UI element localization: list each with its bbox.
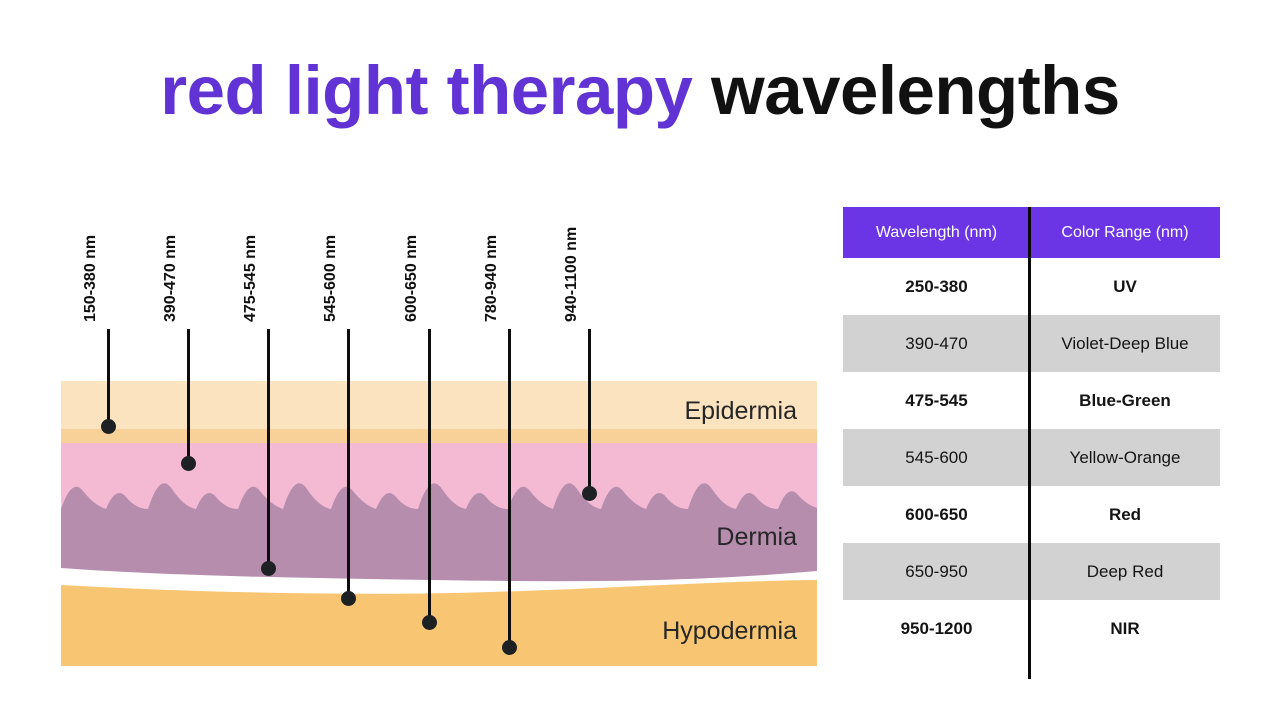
marker-label: 600-650 nm	[403, 234, 420, 322]
page-title: red light therapy wavelengths	[0, 54, 1280, 128]
table-cell-wavelength: 545-600	[905, 447, 968, 467]
marker-dot	[502, 640, 517, 655]
table-cell-wavelength: 475-545	[905, 390, 968, 410]
marker-label: 475-545 nm	[242, 234, 259, 322]
marker-dot	[101, 419, 116, 434]
table-cell-wavelength: 390-470	[905, 333, 968, 353]
wavelength-table: Wavelength (nm) Color Range (nm) 250-380…	[843, 207, 1220, 657]
marker-dot	[181, 456, 196, 471]
table-cell-color-range: NIR	[1110, 618, 1140, 638]
marker-dot	[261, 561, 276, 576]
table-row: 600-650 Red	[843, 486, 1220, 543]
marker-line	[508, 329, 511, 647]
epidermis-band-layer	[61, 429, 817, 443]
marker-line	[267, 329, 270, 568]
marker-dot	[582, 486, 597, 501]
table-cell-color-range: UV	[1113, 276, 1137, 296]
table-header-row: Wavelength (nm) Color Range (nm)	[843, 207, 1220, 258]
table-column-divider	[1028, 207, 1031, 679]
table-cell-wavelength: 950-1200	[900, 618, 973, 638]
skin-diagram	[61, 381, 817, 666]
table-row: 950-1200 NIR	[843, 600, 1220, 657]
table-cell-color-range: Yellow-Orange	[1069, 447, 1181, 467]
marker-label: 150-380 nm	[82, 234, 99, 322]
table-header-wavelength: Wavelength (nm)	[875, 223, 998, 241]
marker-label: 780-940 nm	[483, 234, 500, 322]
marker-dot	[422, 615, 437, 630]
marker-line	[187, 329, 190, 463]
layer-label-dermia: Dermia	[716, 523, 797, 551]
table-row: 545-600 Yellow-Orange	[843, 429, 1220, 486]
table-cell-color-range: Violet-Deep Blue	[1061, 333, 1189, 353]
table-cell-wavelength: 600-650	[905, 504, 968, 524]
table-row: 250-380 UV	[843, 258, 1220, 315]
table-row: 475-545 Blue-Green	[843, 372, 1220, 429]
marker-label: 390-470 nm	[162, 234, 179, 322]
table-cell-color-range: Deep Red	[1086, 561, 1164, 581]
marker-line	[428, 329, 431, 622]
title-accent-text: red light therapy	[160, 52, 693, 129]
marker-line	[588, 329, 591, 493]
table-row: 390-470 Violet-Deep Blue	[843, 315, 1220, 372]
layer-label-hypodermia: Hypodermia	[662, 617, 797, 645]
layer-label-epidermia: Epidermia	[684, 397, 797, 425]
table-header-color-range: Color Range (nm)	[1061, 223, 1189, 241]
table-row: 650-950 Deep Red	[843, 543, 1220, 600]
table-cell-wavelength: 650-950	[905, 561, 968, 581]
marker-label: 545-600 nm	[322, 234, 339, 322]
title-rest-text: wavelengths	[692, 52, 1120, 129]
table-cell-wavelength: 250-380	[905, 276, 968, 296]
dermis-papillae-layer	[61, 483, 817, 582]
table-body: 250-380 UV 390-470 Violet-Deep Blue 475-545 B…	[843, 258, 1220, 657]
marker-line	[347, 329, 350, 598]
hypodermis-layer	[61, 580, 817, 666]
marker-line	[107, 329, 110, 426]
marker-dot	[341, 591, 356, 606]
table-cell-color-range: Red	[1108, 504, 1142, 524]
marker-label: 940-1100 nm	[563, 226, 580, 322]
table-cell-color-range: Blue-Green	[1079, 390, 1171, 410]
